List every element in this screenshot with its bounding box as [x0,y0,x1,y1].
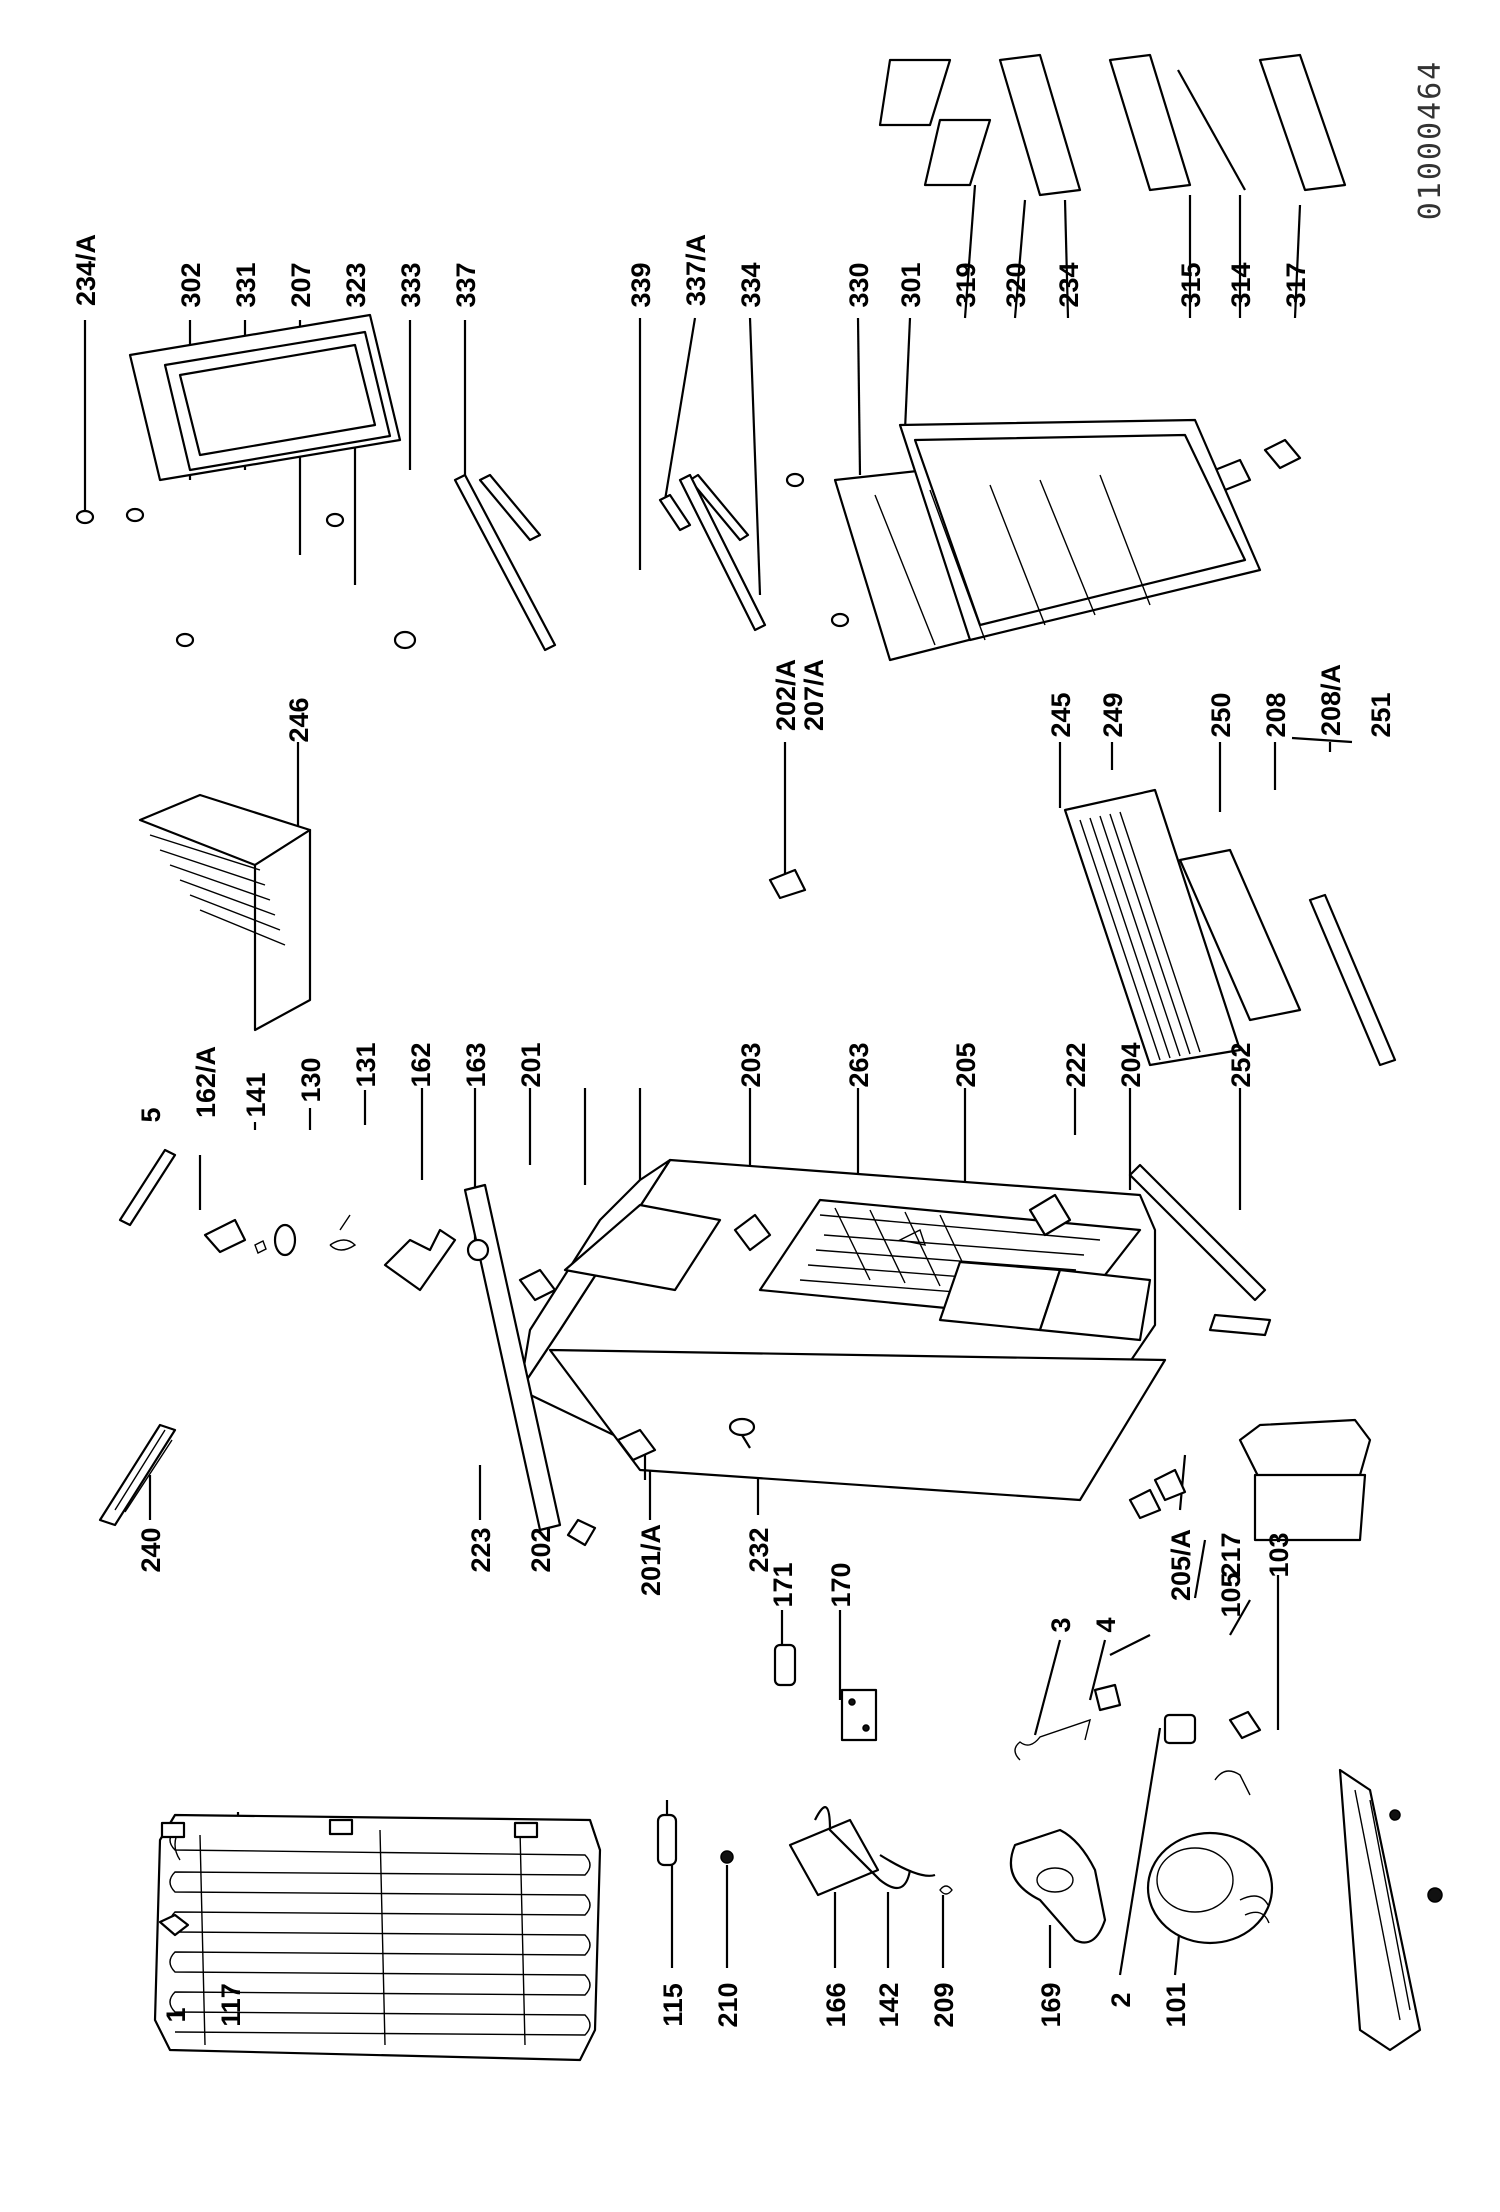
fridge-door [785,418,1262,662]
part-label-202: 202 [526,1527,556,1572]
part-label-209: 209 [929,1982,959,2027]
part-label-249: 249 [1098,692,1128,737]
part-label-339: 339 [626,262,656,307]
part-label-334: 334 [736,262,766,307]
part-label-245: 245 [1046,692,1076,737]
part-label-208: 208 [1261,692,1291,737]
part-label-201: 201 [516,1042,546,1087]
part-label-166: 166 [821,1982,851,2027]
part-label-169: 169 [1036,1982,1066,2027]
part-label-207: 207 [286,262,316,307]
cabinet [518,1158,1167,1502]
document-id: 01000464 [1413,60,1448,221]
part-label-163: 163 [461,1042,491,1087]
part-label-130: 130 [296,1057,326,1102]
part-label-3: 3 [1046,1617,1076,1632]
part-label-5: 5 [136,1107,166,1122]
part-label-171: 171 [768,1562,798,1607]
part-label-162-a: 162/A [191,1046,221,1118]
part-label-205-a: 205/A [1166,1529,1196,1601]
part-label-319: 319 [951,262,981,307]
freezer-basket [138,793,312,1032]
condenser-coil [153,1813,602,2062]
part-label-251: 251 [1366,692,1396,737]
part-labels: 1 117 115 210 166 142 209 169 2 101 240 … [71,234,1396,2028]
part-label-301: 301 [896,262,926,307]
part-label-333: 333 [396,262,426,307]
part-label-170: 170 [826,1562,856,1607]
part-label-101: 101 [1161,1982,1191,2027]
part-label-207-a: 207/A [799,659,829,731]
part-drawings [75,53,1443,2062]
part-label-1: 1 [161,2007,191,2022]
part-label-4: 4 [1091,1617,1121,1632]
part-label-223: 223 [466,1527,496,1572]
part-label-2: 2 [1106,1992,1136,2007]
part-label-323: 323 [341,262,371,307]
part-label-263: 263 [844,1042,874,1087]
part-label-222: 222 [1061,1042,1091,1087]
part-label-337: 337 [451,262,481,307]
part-label-252: 252 [1226,1042,1256,1087]
part-label-246: 246 [284,697,314,742]
part-label-250: 250 [1206,692,1236,737]
part-label-331: 331 [231,262,261,307]
part-label-234: 234 [1054,262,1084,307]
part-label-314: 314 [1226,262,1256,307]
part-label-203: 203 [736,1042,766,1087]
part-label-217: 217 [1216,1532,1246,1577]
part-label-202-a: 202/A [771,659,801,731]
part-label-115: 115 [658,1983,688,2027]
part-label-208-a: 208/A [1316,664,1346,736]
part-label-315: 315 [1176,262,1206,307]
part-label-337-a: 337/A [681,234,711,306]
part-label-117: 117 [216,1983,246,2027]
part-label-240: 240 [136,1527,166,1572]
part-label-320: 320 [1001,262,1031,307]
part-label-330: 330 [844,262,874,307]
part-label-142: 142 [874,1982,904,2027]
part-label-232: 232 [744,1527,774,1572]
part-label-201-a: 201/A [636,1524,666,1596]
freezer-door [75,313,417,650]
part-label-162: 162 [406,1042,436,1087]
part-label-141: 141 [241,1072,271,1117]
part-label-210: 210 [713,1982,743,2027]
part-label-317: 317 [1281,262,1311,307]
part-label-105: 105 [1216,1572,1246,1617]
part-label-204: 204 [1116,1042,1146,1087]
part-label-103: 103 [1264,1532,1294,1577]
part-label-131: 131 [351,1042,381,1087]
part-label-234-a: 234/A [71,234,101,306]
part-label-302: 302 [176,262,206,307]
part-label-205: 205 [951,1042,981,1087]
